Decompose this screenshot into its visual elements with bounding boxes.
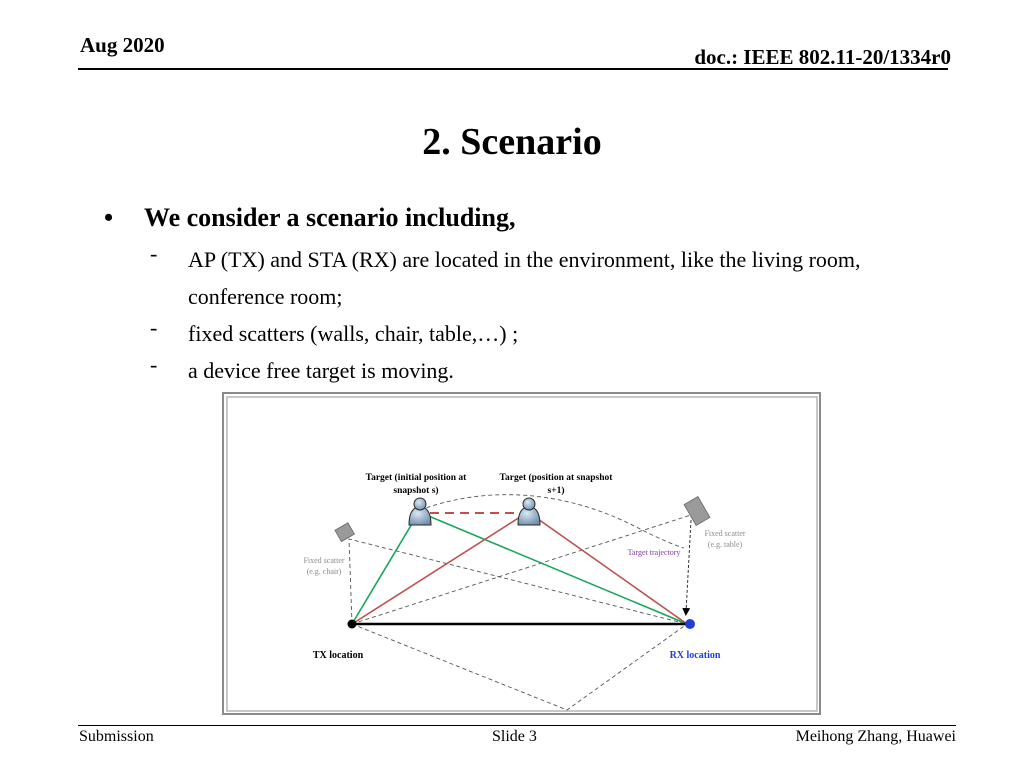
chair-reflection-path (348, 538, 688, 625)
slide-title: 2. Scenario (422, 121, 602, 163)
sub-item-dash: - (150, 241, 158, 266)
sub-item: - a device free target is moving. (150, 352, 918, 389)
figure-outer-frame (222, 392, 821, 715)
table-scatter-icon (683, 496, 711, 526)
chair-scatter-label-line2: (e.g. chair) (307, 567, 342, 576)
sub-item-dash: - (150, 315, 158, 340)
target-next-label-line2: s+1) (547, 485, 564, 496)
sub-item: - fixed scatters (walls, chair, table,…)… (150, 315, 918, 352)
trajectory-arc (419, 494, 685, 549)
target-next-label-line1: Target (position at snapshot (500, 472, 614, 483)
sub-item-text: a device free target is moving. (188, 358, 454, 383)
table-reflection-path (351, 513, 695, 625)
reflection-paths (348, 513, 695, 711)
scenario-diagram: Target (initial position at snapshot s) … (222, 392, 821, 715)
footer-slide-number: Slide 3 (492, 728, 537, 745)
sub-item-text: AP (TX) and STA (RX) are located in the … (188, 247, 861, 309)
floor-reflection-path (351, 623, 688, 711)
footer-submission: Submission (79, 728, 154, 745)
footer-author: Meihong Zhang, Huawei (795, 728, 956, 745)
table-scatter-label-line2: (e.g. table) (708, 540, 743, 549)
table-to-rx-arrow (682, 519, 692, 616)
bullet-text: We consider a scenario including, (144, 203, 516, 232)
rx-marker (685, 619, 695, 629)
chair-scatter-label-line1: Fixed scatter (303, 556, 344, 565)
sub-item-dash: - (150, 352, 158, 377)
sub-item: - AP (TX) and STA (RX) are located in th… (150, 241, 918, 315)
target-initial-label-line2: snapshot s) (393, 485, 438, 496)
target-next-person-icon (517, 497, 541, 526)
header-divider (78, 68, 948, 70)
table-scatter-label-line1: Fixed scatter (704, 529, 745, 538)
bullet-item: • We consider a scenario including, (104, 203, 516, 233)
target-initial-person-icon (408, 497, 432, 526)
target-initial-label-line1: Target (initial position at (366, 472, 468, 483)
header-date: Aug 2020 (80, 33, 165, 57)
footer-divider (78, 725, 956, 726)
header-doc-id: doc.: IEEE 802.11-20/1334r0 (694, 45, 951, 69)
tx-marker (347, 619, 357, 629)
chair-scatter-icon (334, 522, 355, 543)
figure-inner-frame (226, 396, 818, 712)
rx-label: RX location (670, 650, 721, 661)
bullet-symbol: • (104, 203, 114, 232)
sub-item-text: fixed scatters (walls, chair, table,…) ; (188, 321, 519, 346)
tx-label: TX location (313, 650, 364, 661)
trajectory-label: Target trajectory (628, 548, 681, 557)
